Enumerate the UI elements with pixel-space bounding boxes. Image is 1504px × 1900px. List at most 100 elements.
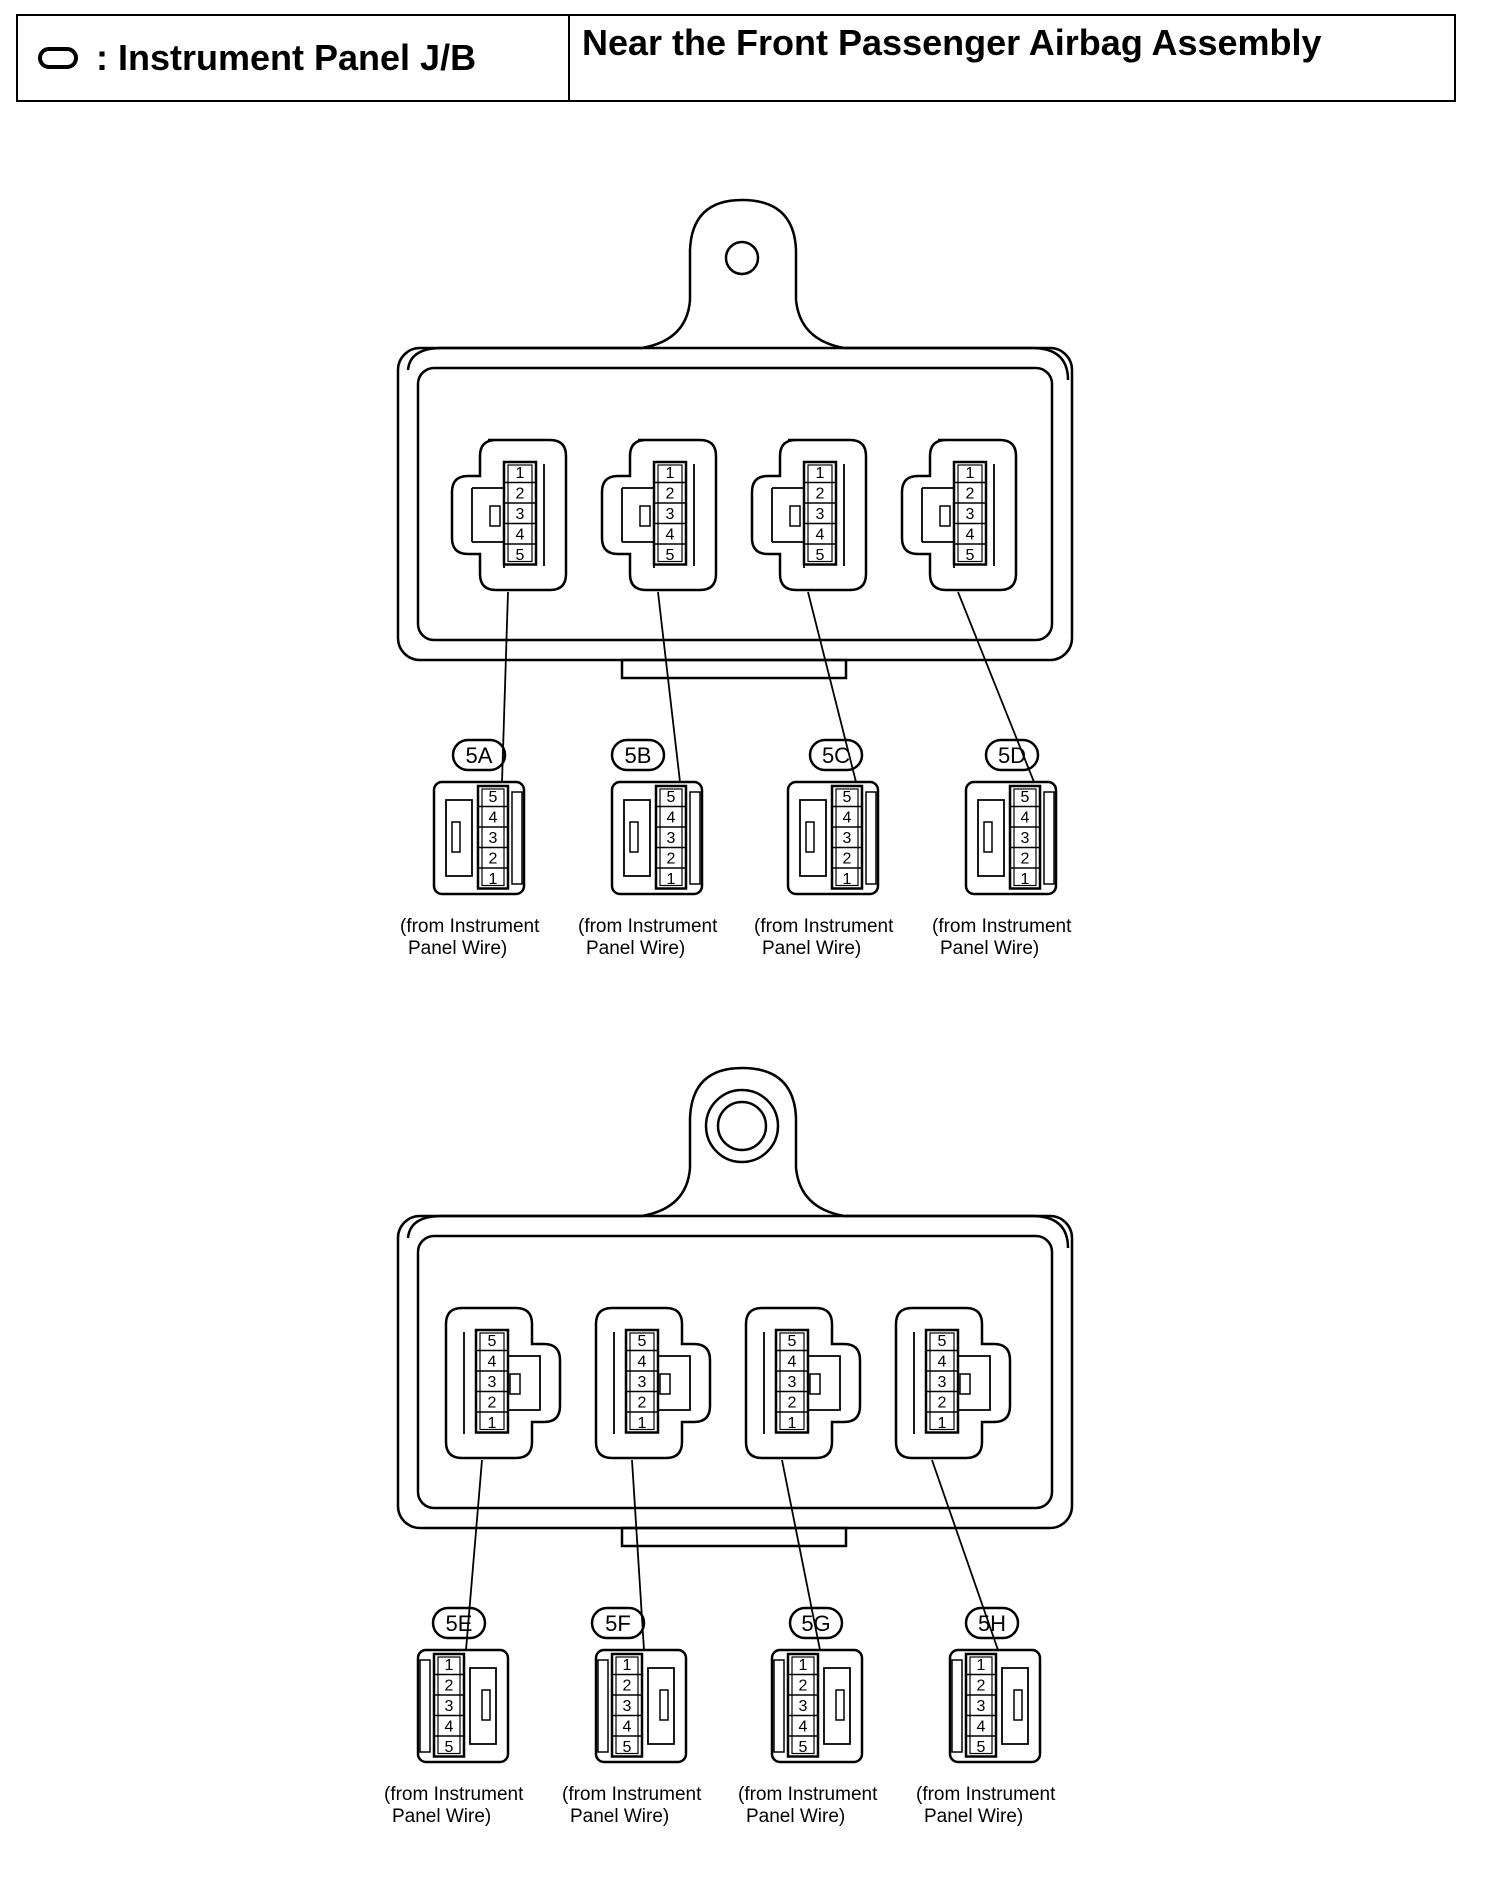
connector-5b-plug-pin-3: 3	[667, 830, 676, 847]
connector-5g-socket-pin-2: 2	[788, 1394, 797, 1411]
connector-5c-socket-pin-1: 1	[816, 465, 825, 482]
connector-5h-socket-pin-2: 2	[938, 1394, 947, 1411]
connector-5h-plug-pin-3: 3	[977, 1698, 986, 1715]
connector-5g-plug-pin-5: 5	[799, 1739, 808, 1756]
connector-5h-socket-pin-5: 5	[938, 1333, 947, 1350]
header-title: : Instrument Panel J/B	[96, 37, 477, 78]
connector-5e-socket-pin-2: 2	[488, 1394, 497, 1411]
connector-5g-socket-pin-4: 4	[788, 1353, 797, 1370]
connector-5d-plug-latch	[977, 799, 1005, 877]
connector-5c-plug-pin-3: 3	[843, 830, 852, 847]
connector-5c-socket-pin-stack-inner	[807, 464, 833, 563]
connector-5b-plug-pin-4: 4	[667, 809, 676, 826]
connector-5h-socket-pin-stack-inner	[929, 1332, 955, 1431]
connector-5d-socket-pin-stack	[952, 460, 988, 566]
connector-5a-socket-pin-stack-inner	[507, 464, 533, 563]
header-right-cell: Near the Front Passenger Airbag Assembly	[570, 16, 1454, 100]
connector-5d-plug-pin-1: 1	[1021, 871, 1030, 888]
connector-5b-plug-rail	[689, 791, 701, 885]
connector-5e-label: 5E	[446, 1611, 473, 1636]
connector-5d-plug-pin-stack-inner	[1013, 788, 1037, 887]
connector-5h-caption-line-1: (from Instrument	[916, 1784, 1056, 1805]
connector-5c-plug-pin-2: 2	[843, 850, 852, 867]
connector-5c-socket-latch	[771, 462, 806, 568]
connector-5e-wire	[465, 1459, 483, 1651]
connector-5f-socket-pin-stack	[624, 1328, 660, 1434]
connector-5h-plug-pin-4: 4	[977, 1718, 986, 1735]
connector-5b-socket-pin-1: 1	[666, 465, 675, 482]
connector-5b-socket-pin-4: 4	[666, 526, 675, 543]
connector-5h-plug-latch	[1001, 1667, 1029, 1745]
connector-5d-plug-pin-stack	[1008, 784, 1042, 890]
connector-5f-socket-pin-2: 2	[638, 1394, 647, 1411]
connector-5c-socket-pin-2: 2	[816, 485, 825, 502]
connector-5c-label-oval	[808, 738, 864, 772]
connector-5g-plug-rail	[773, 1659, 785, 1753]
connector-5f-socket-housing	[594, 1306, 712, 1460]
connector-5a-plug-latch	[445, 799, 473, 877]
connector-5c-plug-body	[786, 780, 880, 896]
connector-5g-caption-line-1: (from Instrument	[738, 1784, 878, 1805]
connector-5c-plug-pin-stack-inner	[835, 788, 859, 887]
connector-5a-socket-pin-3: 3	[516, 506, 525, 523]
connector-5c-plug-latch	[799, 799, 827, 877]
connector-5b-socket-pin-3: 3	[666, 506, 675, 523]
connector-5b-label: 5B	[625, 743, 652, 768]
connector-5f-socket-pin-1: 1	[638, 1415, 647, 1432]
connector-5c-caption-line-1: (from Instrument	[754, 916, 894, 937]
connector-5f-caption-line-2: Panel Wire)	[570, 1806, 669, 1827]
connector-5f-plug-pin-5: 5	[623, 1739, 632, 1756]
connector-5b-plug-pin-2: 2	[667, 850, 676, 867]
connector-5h-plug-pin-1: 1	[977, 1657, 986, 1674]
connector-5h-socket-pin-3: 3	[938, 1374, 947, 1391]
connector-5b-socket-pin-2: 2	[666, 485, 675, 502]
connector-5d-socket-pin-5: 5	[966, 547, 975, 564]
connector-5h-plug-pin-stack-inner	[969, 1656, 993, 1755]
connector-5c-socket-pin-4: 4	[816, 526, 825, 543]
connector-5e-caption-line-1: (from Instrument	[384, 1784, 524, 1805]
connector-5g-socket-pin-5: 5	[788, 1333, 797, 1350]
connector-5c-plug-rail	[865, 791, 877, 885]
connector-5e-plug-rail	[419, 1659, 431, 1753]
junction-block-bottom-tab	[620, 658, 848, 680]
mounting-hole-icon	[724, 240, 760, 276]
connector-5a-plug-pin-4: 4	[489, 809, 498, 826]
connector-5g-socket-latch-tab	[809, 1373, 821, 1395]
connector-5f-caption-line-1: (from Instrument	[562, 1784, 702, 1805]
diagram-header: : Instrument Panel J/B Near the Front Pa…	[16, 14, 1456, 102]
connector-5h-label-oval	[964, 1606, 1020, 1640]
connector-5f-plug-latch	[647, 1667, 675, 1745]
connector-5g-caption-line-2: Panel Wire)	[746, 1806, 845, 1827]
connector-5e-socket-pin-3: 3	[488, 1374, 497, 1391]
connector-5e-socket-pin-stack	[474, 1328, 510, 1434]
junction-block-inner	[416, 366, 1054, 642]
connector-5f-plug-pin-4: 4	[623, 1718, 632, 1735]
connector-5e-plug-pin-2: 2	[445, 1677, 454, 1694]
connector-5e-socket-pin-4: 4	[488, 1353, 497, 1370]
connector-5h-socket-pin-4: 4	[938, 1353, 947, 1370]
mounting-tab	[406, 198, 1070, 381]
connector-5c-socket-pin-5: 5	[816, 547, 825, 564]
connector-5h-socket-pin-stack	[924, 1328, 960, 1434]
connector-5f-socket-pin-stack-inner	[629, 1332, 655, 1431]
connector-5d-socket-latch	[921, 462, 956, 568]
connector-5d-plug-pin-3: 3	[1021, 830, 1030, 847]
connector-5g-socket-housing	[744, 1306, 862, 1460]
connector-5e-socket-latch-tab	[509, 1373, 521, 1395]
connector-5a-plug-rail	[511, 791, 523, 885]
connector-5g-socket-pin-stack-inner	[779, 1332, 805, 1431]
connector-5g-socket-pin-stack	[774, 1328, 810, 1434]
connector-5e-plug-pin-stack-inner	[437, 1656, 461, 1755]
connector-5d-caption-line-1: (from Instrument	[932, 916, 1072, 937]
connector-5b-socket-pin-5: 5	[666, 547, 675, 564]
junction-block-bottom-tab	[620, 1526, 848, 1548]
connector-5h-wire	[931, 1459, 999, 1651]
connector-5e-plug-latch-tab	[481, 1689, 491, 1721]
connector-5c-socket-pin-stack	[802, 460, 838, 566]
connector-5h-plug-rail	[951, 1659, 963, 1753]
